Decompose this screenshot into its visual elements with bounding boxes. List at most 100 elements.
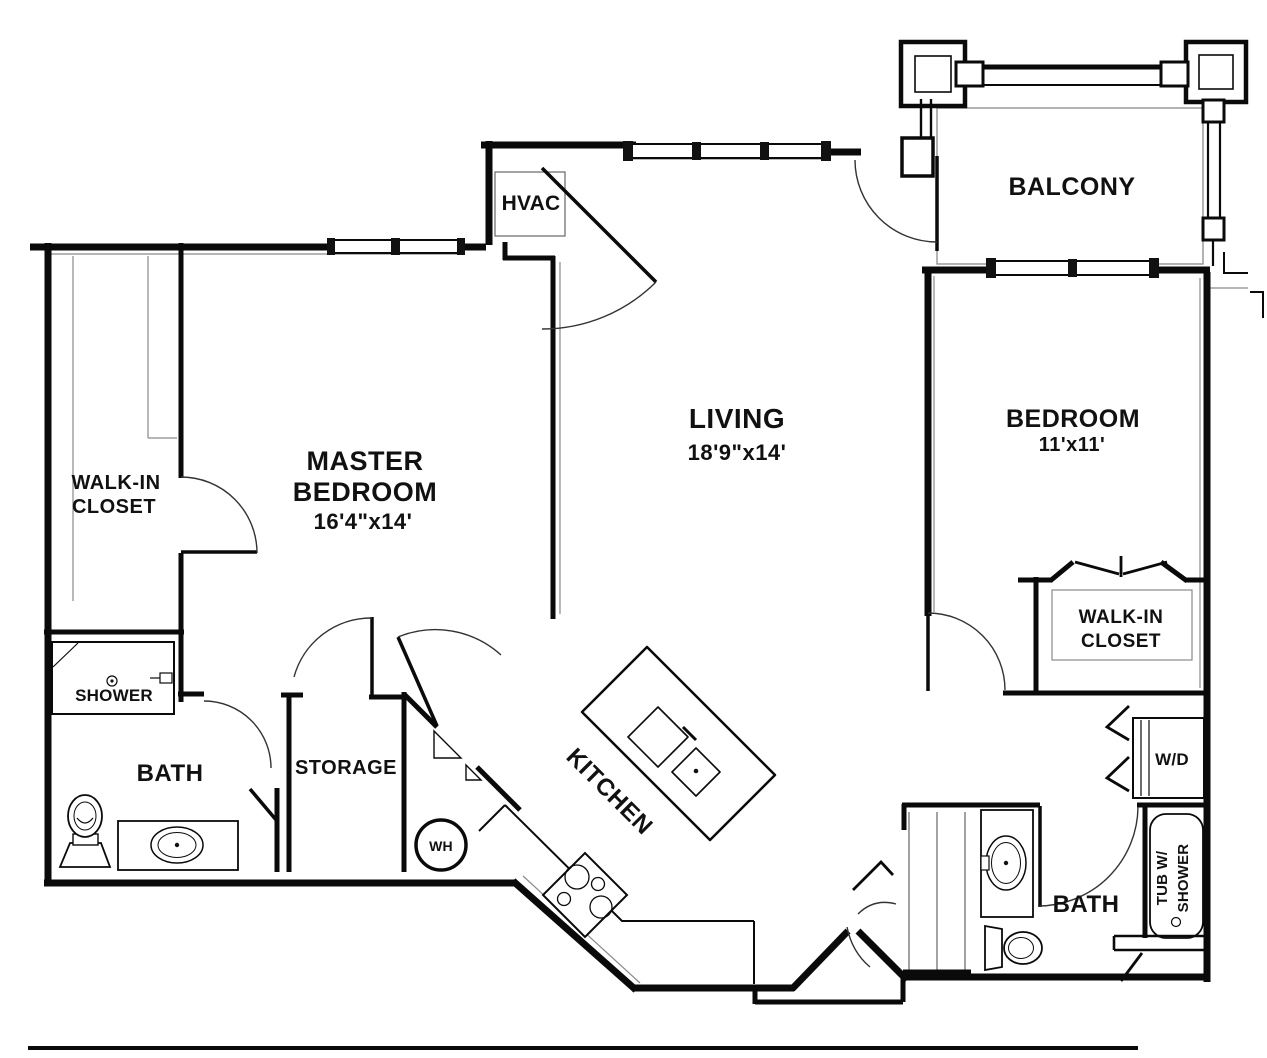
closet2-shelf-outline [1051,589,1193,661]
balcony-structure [898,39,1249,266]
shower-corner-seat [52,642,79,668]
shower-outline [51,641,175,715]
balcony-pillar-left-inner [914,55,952,93]
shower-valve [159,672,173,684]
railing-block-top [1201,98,1226,124]
window-jamb [821,141,831,161]
window-jamb [986,258,996,278]
island-sink-basin-1 [627,706,689,768]
island-faucet [681,725,698,742]
window-living [629,143,826,159]
storage-door-arc [293,617,373,678]
closet-master-door-arc [180,476,258,554]
windows [327,141,1159,278]
toilet-bowl [67,794,103,838]
bath2-door-arc [1037,806,1139,907]
label-balcony: BALCONY [1008,173,1135,201]
hvac-unit-outline [494,171,566,237]
label-master-bedroom-2: BEDROOM [293,477,438,507]
master-door-leaf [396,636,439,727]
door-frame-marks [433,729,483,781]
label-laundry: W/D [1155,750,1189,769]
toilet2-bowl [1003,931,1043,965]
vestibule-arc-1 [857,901,897,915]
mullion [1068,259,1077,277]
mullion [760,142,769,160]
label-walkin-closet-master-1: WALK-IN [71,472,160,494]
thin-detail-lines [45,107,1248,984]
water-heater-circle [414,818,468,872]
balcony-door-arc [854,159,938,243]
window-jamb [1149,258,1159,278]
bifold-doors [852,556,1168,982]
vanity2-faucet [980,855,990,871]
burner [556,891,572,907]
pillar-left-base-block [900,136,935,178]
label-walkin-closet-bedroom2-2: CLOSET [1081,631,1161,652]
label-bedroom2: BEDROOM [1006,405,1140,433]
sink2-drain-dot [1003,860,1009,866]
shower-drain [106,675,118,687]
closet2-double-doors [1074,556,1168,577]
label-tub-2: SHOWER [1175,844,1192,913]
laundry-bifold-doors [1104,704,1130,793]
toilet-base [58,842,112,868]
fixtures [51,641,1206,984]
toilet-bath2 [984,924,1043,972]
label-bath-master: BATH [137,760,204,787]
tub-corner-mark [1119,952,1144,982]
bath-master-door-arc [203,700,272,769]
label-bath2: BATH [1053,891,1120,918]
kitchen-counter [433,729,755,984]
window-mullions [327,141,1159,278]
vanity-sink-inner [157,832,197,858]
walls-interior [44,242,1264,1005]
vestibule-bifold [852,859,895,891]
toilet2-tank [984,924,1003,972]
tub-drain [1170,916,1182,928]
door-swing-arcs [180,159,1139,968]
vanity2-sink-inner [991,842,1021,884]
label-master-bedroom-dims: 16'4"x14' [314,509,413,534]
island-sink-drain [693,768,699,774]
label-walkin-closet-master-2: CLOSET [72,496,156,518]
range-outline [541,851,629,939]
label-hvac: HVAC [502,192,561,215]
vestibule-arc-2 [846,926,871,968]
window-jamb [623,141,633,161]
wd-door-lines [1140,720,1150,796]
label-bedroom2-dims: 11'x11' [1039,434,1105,456]
shower-drain-dot [110,679,114,683]
mullion [692,142,701,160]
toilet2-bowl-inner [1008,937,1034,959]
bath-master-door-leaf [248,787,279,823]
toilet-master [58,794,112,868]
toilet-bowl-inner [73,801,97,831]
label-shower: SHOWER [75,686,153,705]
balcony-right-railing [1206,122,1222,266]
entry-door-arc [541,281,657,330]
mullion [391,238,400,255]
door-leaves [181,156,1042,907]
label-storage: STORAGE [295,757,397,779]
railing-connector-left [954,60,985,88]
tub-bath2 [1112,813,1206,952]
burner [564,864,590,890]
label-tub-1: TUB W/ [1154,850,1171,905]
vanity-bath2 [980,809,1034,918]
entry-door-leaf [540,166,658,284]
burner [590,876,606,892]
entry-closet-shelf-lines [908,812,966,972]
vanity-sink [150,826,204,864]
washer-dryer-unit [1132,717,1205,799]
pillar-left-stub [919,99,933,138]
vanity-counter [117,820,239,871]
thin-lines-path [45,158,1248,984]
label-walkin-closet-bedroom2-1: WALK-IN [1079,607,1164,628]
railing-connector-right [1159,60,1190,88]
vanity-master [117,820,239,871]
window-jamb [457,238,465,255]
interior-walls-path [44,242,1210,1005]
